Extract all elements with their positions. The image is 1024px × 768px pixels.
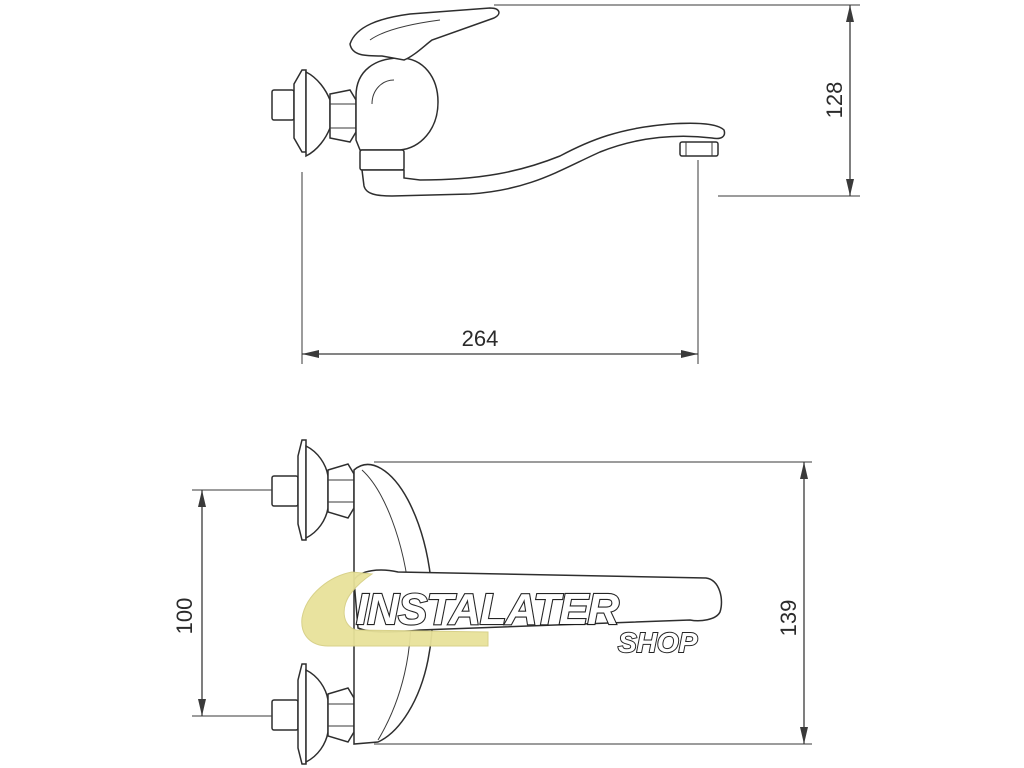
- dimension-height-label: 128: [822, 82, 847, 119]
- wall-connector: [271, 69, 357, 158]
- side-elevation-view: 128 264: [271, 4, 860, 364]
- dimension-height: 128: [494, 4, 860, 197]
- watermark-logo: INSTALATER SHOP: [301, 571, 699, 659]
- lower-inlet-connector: [271, 663, 355, 765]
- logo-brand-text: INSTALATER: [356, 585, 619, 634]
- dimension-inlet-spacing: 100: [172, 489, 272, 717]
- dimension-depth: 139: [374, 461, 812, 745]
- dimension-depth-label: 139: [776, 600, 801, 637]
- plan-view: 100 139: [172, 439, 812, 765]
- spout: [361, 122, 726, 197]
- dimension-length-label: 264: [462, 326, 499, 351]
- upper-inlet-connector: [271, 439, 355, 541]
- logo-sub-text: SHOP: [618, 627, 698, 658]
- mixer-body: [355, 57, 439, 171]
- lever-handle: [349, 7, 500, 61]
- logo-swoosh-icon: [301, 571, 489, 647]
- mixer-body-plan: [353, 463, 723, 745]
- dimension-length: 264: [301, 160, 699, 364]
- dimension-inlet-spacing-label: 100: [172, 598, 197, 635]
